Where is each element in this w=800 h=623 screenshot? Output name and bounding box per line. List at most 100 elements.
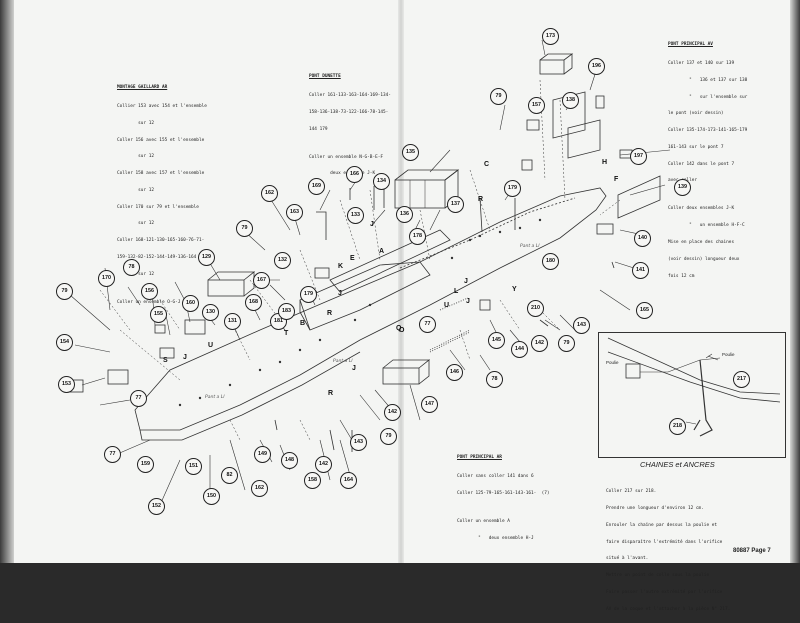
chain-anchor-inset <box>598 332 786 458</box>
part-callout: 169 <box>308 178 325 195</box>
part-callout: 129 <box>198 249 215 266</box>
note-line: fois 12 cm <box>668 273 695 279</box>
note-line: " sur l'ensemble sur <box>668 94 748 100</box>
note-line: Coller sans coller 141 dans 6 <box>457 473 534 479</box>
assembly-letter: B <box>300 320 306 327</box>
part-callout: 155 <box>150 306 167 323</box>
part-callout: 178 <box>409 228 426 245</box>
svg-text:Pant a Ll: Pant a Ll <box>205 394 225 400</box>
assembly-letter: A <box>379 248 385 255</box>
part-callout: 79 <box>490 88 507 105</box>
part-callout: 138 <box>562 92 579 109</box>
part-callout: 162 <box>261 185 278 202</box>
note-line: Coller 170 sur 79 et l'ensemble <box>117 204 199 210</box>
ship-assembly-drawing: Pant a Ll Pant a Ll Pant a Ll <box>64 39 781 506</box>
assembly-letter: R <box>327 310 333 317</box>
part-callout: 154 <box>56 334 73 351</box>
note-line: situé à l'avant. <box>606 556 649 562</box>
part-callout: 210 <box>527 300 544 317</box>
note-pont-principal-ar: PONT PRINCIPAL AR Coller sans coller 141… <box>457 444 550 552</box>
part-callout: 156 <box>141 283 158 300</box>
part-callout: 144 <box>511 341 528 358</box>
note-line: " deux ensemble H-J <box>457 535 534 541</box>
part-callout: 158 <box>304 472 321 489</box>
part-callout: 145 <box>488 332 505 349</box>
part-callout: 147 <box>421 396 438 413</box>
assembly-letter: T <box>284 330 289 337</box>
part-callout: 142 <box>531 335 548 352</box>
part-callout: 170 <box>98 270 115 287</box>
assembly-letter: Q <box>396 325 402 332</box>
note-line: 158-136-138-73-122-166-78-145- <box>309 109 389 115</box>
chains-anchors-title: CHAINES et ANCRES <box>640 460 715 469</box>
instruction-sheet: Pant a Ll Pant a Ll Pant a Ll MONTAGE GA… <box>0 0 800 563</box>
assembly-letter: U <box>208 342 214 349</box>
assembly-letter: J <box>352 365 356 372</box>
part-callout: 183 <box>278 303 295 320</box>
assembly-letter: U <box>444 302 450 309</box>
part-callout: 196 <box>588 58 605 75</box>
note-line: 161-143 sur le pont 7 <box>668 144 724 150</box>
hull-side <box>139 351 361 441</box>
note-line: Mise en place des chaines <box>668 239 735 245</box>
note-line: avec coller <box>668 178 698 184</box>
assembly-letter: E <box>350 255 355 262</box>
part-callout: 140 <box>634 230 651 247</box>
part-callout: 79 <box>56 283 73 300</box>
assembly-letter: R <box>478 196 484 203</box>
note-line: Coller 168-121-130-165-160-76-71- <box>117 238 205 244</box>
part-callout: 143 <box>573 317 590 334</box>
page-number: 80887 Page 7 <box>733 548 771 554</box>
note-pont-principal-av: PONT PRINCIPAL AV Coller 137 et 140 sur … <box>668 31 747 290</box>
part-callout: 153 <box>58 376 75 393</box>
part-callout: 149 <box>254 446 271 463</box>
assembly-letter: K <box>338 263 344 270</box>
part-callout: 77 <box>130 390 147 407</box>
part-callout: 79 <box>558 335 575 352</box>
part-callout: 143 <box>350 434 367 451</box>
part-callout: 166 <box>346 166 363 183</box>
part-callout: 180 <box>542 253 559 270</box>
part-callout: 135 <box>402 144 419 161</box>
svg-text:Pant a Ll: Pant a Ll <box>520 243 540 249</box>
note-line: Coller 158 avec 157 et l'ensemble <box>117 171 205 177</box>
part-callout: 139 <box>674 179 691 196</box>
part-callout: 164 <box>340 472 357 489</box>
note-line: Coller deux ensembles J-K <box>668 206 735 212</box>
svg-text:Pant a Ll: Pant a Ll <box>333 358 353 364</box>
sheet-shadow-right <box>790 0 800 563</box>
part-callout: 179 <box>504 180 521 197</box>
part-callout: 197 <box>630 148 647 165</box>
note-heading: PONT DUNETTE <box>309 74 341 80</box>
part-callout: 133 <box>347 207 364 224</box>
note-heading: MONTAGE GAILLARD AR <box>117 85 168 91</box>
part-callout: 146 <box>446 364 463 381</box>
part-callout: 131 <box>224 313 241 330</box>
part-callout: 77 <box>104 446 121 463</box>
part-callout: 173 <box>542 28 559 45</box>
part-callout: 79 <box>380 428 397 445</box>
assembly-letter: S <box>163 357 168 364</box>
part-callout: 77 <box>419 316 436 333</box>
assembly-letter: Y <box>512 286 517 293</box>
assembly-letter: R <box>328 390 334 397</box>
part-callout: 179 <box>300 286 317 303</box>
main-deck-outline <box>134 187 607 431</box>
part-callout: 162 <box>251 480 268 497</box>
assembly-letter: J <box>464 278 468 285</box>
note-line: Coller 217 sur 218. <box>606 489 657 495</box>
part-callout: 142 <box>315 456 332 473</box>
note-line: Coller 161-133-163-164-169-134- <box>309 92 391 98</box>
part-callout: 165 <box>636 302 653 319</box>
note-line: Coller un ensemble N-G-B-E-F <box>309 154 384 160</box>
part-callout: 134 <box>373 173 390 190</box>
note-line: sur 12 <box>117 221 155 227</box>
part-callout: 167 <box>253 272 270 289</box>
part-callout: 78 <box>123 259 140 276</box>
part-callout: 159 <box>137 456 154 473</box>
assembly-letter: J <box>466 298 470 305</box>
part-callout: 136 <box>396 206 413 223</box>
note-line: Prendre une longueur d'environ 12 cm. <box>606 505 704 511</box>
inset-label-poulie-right: Poulie <box>722 352 735 357</box>
part-callout: 163 <box>286 204 303 221</box>
